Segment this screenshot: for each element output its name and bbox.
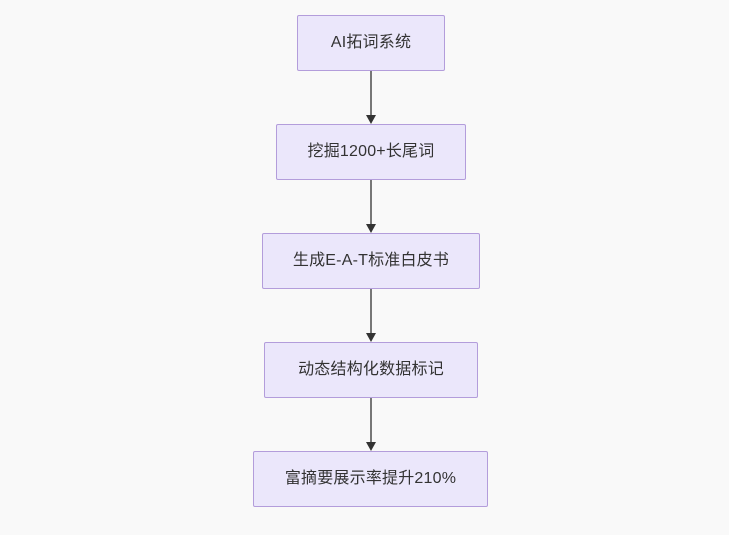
arrowhead-icon xyxy=(366,333,376,342)
flow-edge-n1-to-n2 xyxy=(362,71,380,124)
arrowhead-icon xyxy=(366,115,376,124)
flow-node-label: 富摘要展示率提升210% xyxy=(284,470,457,488)
flow-node-label: 生成E-A-T标准白皮书 xyxy=(292,252,450,270)
flow-edge-n4-to-n5 xyxy=(362,398,380,451)
flow-node-n2[interactable]: 挖掘1200+长尾词 xyxy=(276,124,466,180)
flow-node-n4[interactable]: 动态结构化数据标记 xyxy=(264,342,478,398)
flow-node-label: AI拓词系统 xyxy=(330,34,412,52)
flow-node-n3[interactable]: 生成E-A-T标准白皮书 xyxy=(262,233,480,289)
flow-edge-n2-to-n3 xyxy=(362,180,380,233)
flow-node-label: 动态结构化数据标记 xyxy=(298,361,444,379)
flow-node-n1[interactable]: AI拓词系统 xyxy=(297,15,445,71)
flow-edge-n3-to-n4 xyxy=(362,289,380,342)
flow-node-n5[interactable]: 富摘要展示率提升210% xyxy=(253,451,488,507)
arrowhead-icon xyxy=(366,442,376,451)
flow-node-label: 挖掘1200+长尾词 xyxy=(307,143,435,161)
arrowhead-icon xyxy=(366,224,376,233)
